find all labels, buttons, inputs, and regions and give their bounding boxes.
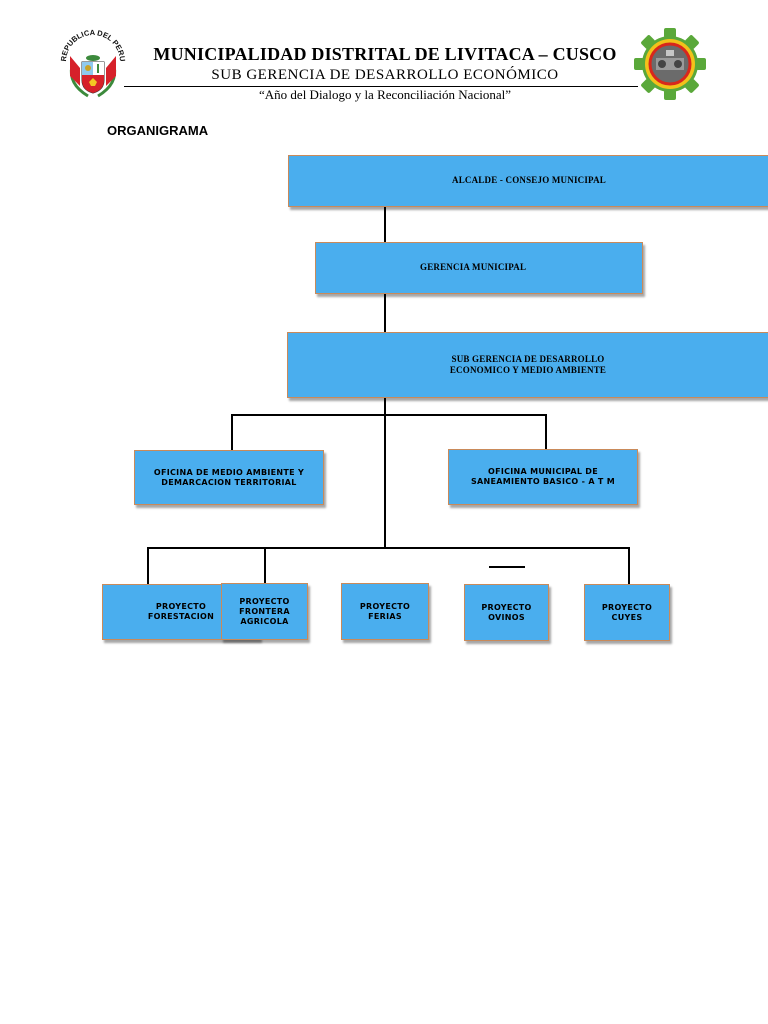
header-subtitle: SUB GERENCIA DE DESARROLLO ECONÓMICO bbox=[211, 67, 559, 83]
connector-office-right-drop bbox=[545, 414, 547, 450]
connector-projects-bus bbox=[147, 547, 630, 549]
stray-dash bbox=[489, 566, 525, 568]
org-box-sub-gerencia: SUB GERENCIA DE DESARROLLO ECONOMICO Y M… bbox=[287, 332, 768, 398]
connector-office-left-drop bbox=[231, 414, 233, 451]
org-box-proyecto-ovinos: PROYECTO OVINOS bbox=[464, 584, 549, 641]
header-rule bbox=[124, 86, 638, 87]
header-title: MUNICIPALIDAD DISTRITAL DE LIVITACA – CU… bbox=[153, 44, 617, 64]
municipal-gear-logo-icon bbox=[632, 26, 708, 102]
org-box-alcalde: ALCALDE - CONSEJO MUNICIPAL bbox=[288, 155, 768, 207]
org-box-oficina-saneamiento: OFICINA MUNICIPAL DE SANEAMIENTO BASICO … bbox=[448, 449, 638, 505]
org-box-gerencia-municipal: GERENCIA MUNICIPAL bbox=[315, 242, 643, 294]
org-box-proyecto-frontera-agricola: PROYECTO FRONTERA AGRICOLA bbox=[221, 583, 308, 640]
connector-project-drop-1 bbox=[147, 547, 149, 584]
connector-offices-bus bbox=[231, 414, 546, 416]
org-box-oficina-medio-ambiente: OFICINA DE MEDIO AMBIENTE Y DEMARCACION … bbox=[134, 450, 324, 505]
org-box-proyecto-ferias: PROYECTO FERIAS bbox=[341, 583, 429, 640]
connector-level2-to-level3 bbox=[384, 294, 386, 332]
connector-project-drop-5 bbox=[628, 547, 630, 584]
connector-project-drop-2 bbox=[264, 547, 266, 584]
header-motto: “Año del Dialogo y la Reconciliación Nac… bbox=[259, 87, 511, 102]
connector-top-to-level2 bbox=[384, 207, 386, 243]
connector-level3-trunk bbox=[384, 398, 386, 548]
org-box-proyecto-cuyes: PROYECTO CUYES bbox=[584, 584, 670, 641]
peru-coat-of-arms-icon: REPUBLICA DEL PERU bbox=[58, 26, 128, 100]
document-title: ORGANIGRAMA bbox=[107, 123, 209, 138]
